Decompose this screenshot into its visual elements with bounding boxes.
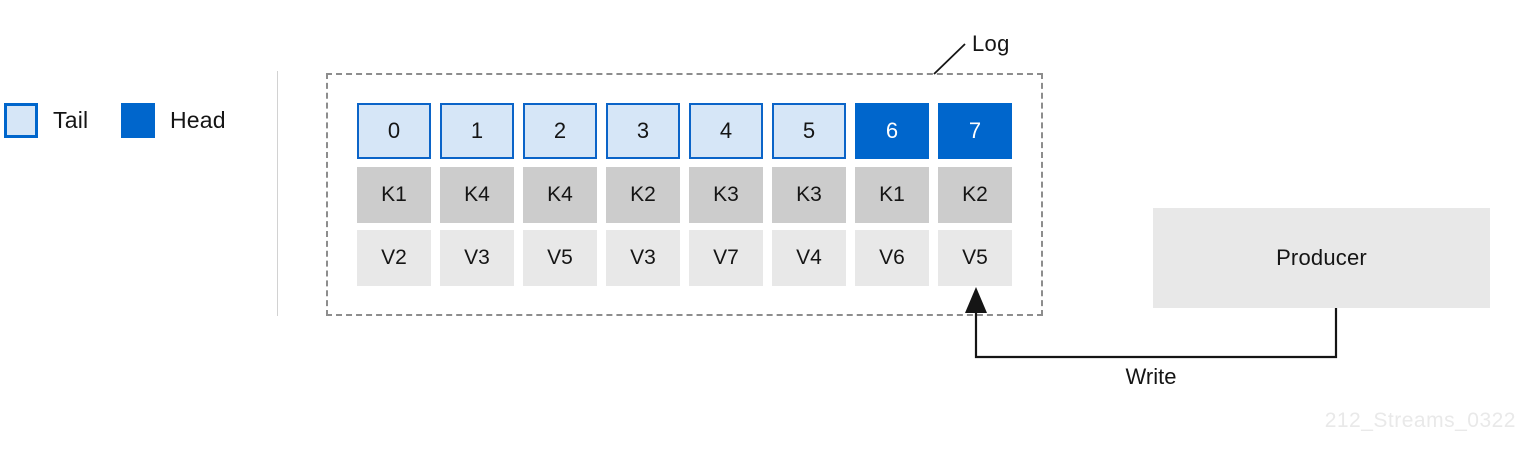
legend-label-tail: Tail — [53, 107, 89, 133]
offset-cell-2: 2 — [523, 103, 597, 159]
key-cell-1: K4 — [440, 167, 514, 223]
key-cell-3: K2 — [606, 167, 680, 223]
legend-item-head: Head — [121, 103, 226, 138]
value-cell-1: V3 — [440, 230, 514, 286]
key-cell-5: K3 — [772, 167, 846, 223]
vertical-divider — [277, 71, 278, 316]
log-label: Log — [972, 31, 1010, 56]
value-row: V2 V3 V5 V3 V7 V4 V6 V5 — [357, 230, 1012, 286]
value-cell-4: V7 — [689, 230, 763, 286]
offset-cell-4: 4 — [689, 103, 763, 159]
offset-cell-3: 3 — [606, 103, 680, 159]
value-cell-2: V5 — [523, 230, 597, 286]
key-cell-4: K3 — [689, 167, 763, 223]
legend-item-tail: Tail — [4, 103, 88, 138]
write-label: Write — [1125, 364, 1177, 389]
value-cell-5: V4 — [772, 230, 846, 286]
tail-swatch-icon — [4, 103, 38, 138]
key-row: K1 K4 K4 K2 K3 K3 K1 K2 — [357, 167, 1012, 223]
legend-label-head: Head — [170, 107, 226, 133]
key-cell-0: K1 — [357, 167, 431, 223]
offset-cell-7: 7 — [938, 103, 1012, 159]
head-swatch-icon — [121, 103, 155, 138]
offset-cell-1: 1 — [440, 103, 514, 159]
log-dashed-box — [326, 73, 1043, 316]
producer-box: Producer — [1153, 208, 1490, 308]
offset-cell-5: 5 — [772, 103, 846, 159]
offset-cell-6: 6 — [855, 103, 929, 159]
log-callout-line — [933, 43, 966, 75]
key-cell-2: K4 — [523, 167, 597, 223]
offset-cell-0: 0 — [357, 103, 431, 159]
value-cell-3: V3 — [606, 230, 680, 286]
offset-row: 0 1 2 3 4 5 6 7 — [357, 103, 1012, 159]
value-cell-0: V2 — [357, 230, 431, 286]
key-cell-7: K2 — [938, 167, 1012, 223]
watermark-text: 212_Streams_0322 — [1324, 409, 1516, 432]
value-cell-7: V5 — [938, 230, 1012, 286]
value-cell-6: V6 — [855, 230, 929, 286]
producer-label: Producer — [1276, 245, 1367, 270]
key-cell-6: K1 — [855, 167, 929, 223]
